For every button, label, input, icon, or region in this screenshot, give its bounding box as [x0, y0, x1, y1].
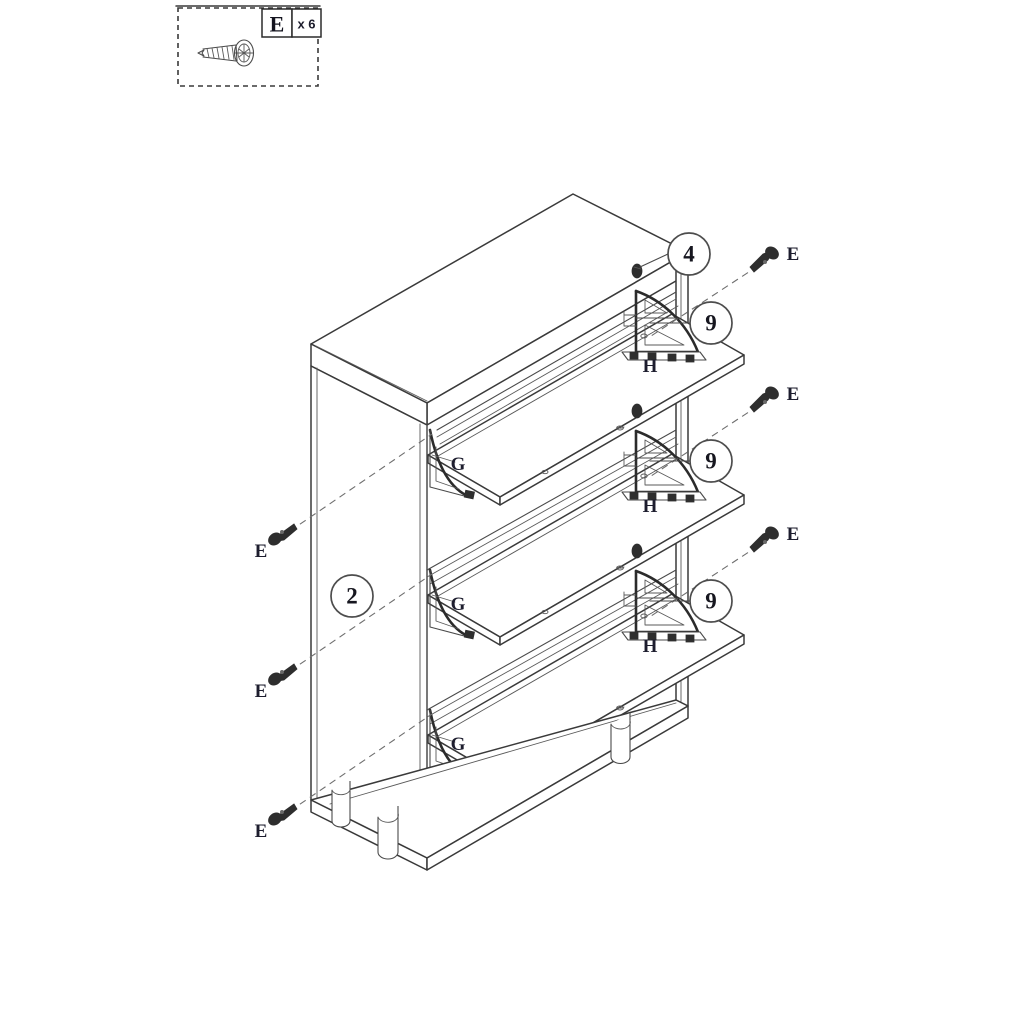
screw-label-e-right-1: E: [787, 244, 800, 265]
callout-9-tier3-number: 9: [705, 589, 717, 614]
hinge-bracket-h-3: [621, 569, 707, 643]
callout-9-tier2: 9: [649, 439, 733, 483]
hinge-label-g-1: G: [451, 454, 466, 475]
callout-9-tier1-ring: [689, 301, 733, 345]
phillips-wood-screw-icon: [197, 39, 255, 67]
leg-front-left: [377, 806, 399, 860]
screw-marker-e-left-3: E: [255, 803, 298, 842]
hinge-label-h-1: H: [643, 356, 658, 377]
leg-back-left: [331, 781, 351, 828]
part-letter-labels: H H H G G G: [451, 356, 658, 755]
cabinet-left-side-panel: [310, 365, 428, 859]
screw-marker-e-left-1: E: [255, 523, 298, 562]
leader-e-right-1: [647, 265, 759, 339]
cabinet-legs: [331, 713, 631, 860]
parts-callout-box: E x 6: [175, 5, 322, 87]
callout-9-tier3-ring: [689, 579, 733, 623]
hinge-bracket-g-1: [428, 428, 475, 500]
cam-fitting-2: [631, 403, 643, 419]
numbered-callouts: 4 9 9 2 9: [330, 232, 733, 623]
hinge-bracket-h-2: [621, 429, 707, 503]
drawer-tier-2: [426, 403, 745, 646]
hinge-label-g-2: G: [451, 594, 466, 615]
part-qty-box: [291, 8, 322, 38]
screw-marker-e-right-2: E: [749, 384, 800, 413]
callout-4-ring: [667, 232, 711, 276]
hinge-label-g-3: G: [451, 734, 466, 755]
screw-label-e-left-3: E: [255, 821, 268, 842]
parts-box-tags: E x 6: [261, 8, 322, 38]
cabinet-top-panel: [310, 193, 689, 426]
cam-fitting-3: [631, 543, 643, 559]
leader-e-left-1: [289, 433, 433, 532]
callout-9-tier1-number: 9: [705, 311, 717, 336]
hinge-bracket-g-2: [428, 568, 475, 640]
callout-2: 2: [330, 574, 374, 618]
hinge-bracket-h-1: [621, 289, 707, 363]
screw-label-e-left-2: E: [255, 681, 268, 702]
callout-9-tier2-number: 9: [705, 449, 717, 474]
cabinet-assembly: [310, 193, 745, 871]
part-letter: E: [270, 12, 285, 37]
screw-label-e-left-1: E: [255, 541, 268, 562]
parts-box-border: [177, 7, 319, 87]
hinge-label-h-2: H: [643, 496, 658, 517]
leader-e-left-2: [289, 573, 433, 672]
callout-2-number: 2: [346, 584, 358, 609]
screw-marker-e-right-3: E: [749, 524, 800, 553]
part-letter-box: [261, 8, 293, 38]
drawer-tier-1: [427, 263, 745, 506]
screw-markers: E E E E E: [255, 244, 800, 842]
part-qty: x 6: [297, 17, 315, 32]
callout-9-tier1: 9: [649, 301, 733, 345]
leg-front-right: [610, 713, 631, 765]
cam-fitting-1: [631, 263, 643, 279]
screw-label-e-right-3: E: [787, 524, 800, 545]
leader-e-left-3: [289, 713, 433, 812]
hinge-label-h-3: H: [643, 636, 658, 657]
screw-marker-e-right-1: E: [749, 244, 800, 273]
callout-4: 4: [639, 232, 711, 276]
screw-marker-e-left-2: E: [255, 663, 298, 702]
callout-2-ring: [330, 574, 374, 618]
screw-label-e-right-2: E: [787, 384, 800, 405]
callout-4-number: 4: [683, 242, 695, 267]
callout-9-tier2-ring: [689, 439, 733, 483]
callout-9-tier3: 9: [649, 579, 733, 623]
